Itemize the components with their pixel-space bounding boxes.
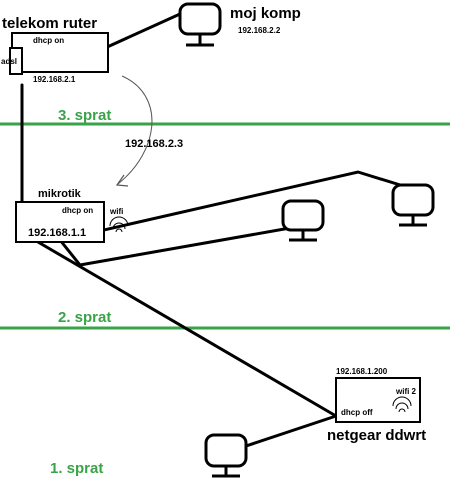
netgear-box (335, 377, 421, 423)
floor-label-3: 3. sprat (58, 107, 111, 124)
telekom-router-box (11, 32, 109, 73)
monitor-icon (281, 199, 325, 242)
moj-komp-name: moj komp (230, 5, 301, 22)
link-curve (117, 75, 153, 185)
monitor-icon (204, 433, 248, 478)
mikrotik-name: mikrotik (38, 188, 82, 200)
netgear-router: 192.168.1.200 wifi 2 dhcp off netgear dd… (327, 367, 426, 444)
monitor-icon (178, 2, 222, 47)
netgear-ip: 192.168.1.200 (336, 367, 388, 376)
mikrotik-router: mikrotik dhcp on wifi 192.168.1.1 (15, 188, 129, 243)
wire-netgear-bottom-pc (238, 414, 338, 450)
wire-mikrotik-netgear (36, 240, 338, 418)
telekom-adsl-label: adsl (1, 57, 17, 66)
mikrotik-wifi-label: wifi (109, 207, 123, 216)
netgear-name: netgear ddwrt (327, 427, 426, 444)
mikrotik-dhcp-status: dhcp on (62, 206, 93, 215)
netgear-wifi-label: wifi 2 (395, 387, 417, 396)
mikrotik-ip: 192.168.1.1 (28, 227, 86, 239)
arrow-icon (115, 174, 129, 187)
wifi-icon (392, 396, 412, 413)
wifi-icon (109, 216, 129, 233)
telekom-router: telekom ruter dhcp on adsl 192.168.2.1 (1, 15, 109, 84)
floor-label-1: 1. sprat (50, 460, 103, 477)
moj-komp: moj komp 192.168.2.2 (178, 2, 301, 47)
netgear-dhcp-status: dhcp off (341, 408, 373, 417)
link-ip-label: 192.168.2.3 (125, 138, 183, 150)
monitor-icon (391, 183, 435, 227)
telekom-router-name: telekom ruter (2, 15, 97, 32)
wire-telekom-mojkomp (103, 12, 182, 50)
wire-mikrotik-right-pc (58, 170, 412, 242)
telekom-ip: 192.168.2.1 (33, 75, 76, 84)
floor-label-2: 2. sprat (58, 309, 111, 326)
telekom-dhcp-status: dhcp on (33, 36, 64, 45)
mikrotik-box (15, 201, 105, 243)
moj-komp-ip: 192.168.2.2 (238, 26, 281, 35)
adsl-port (9, 47, 23, 75)
